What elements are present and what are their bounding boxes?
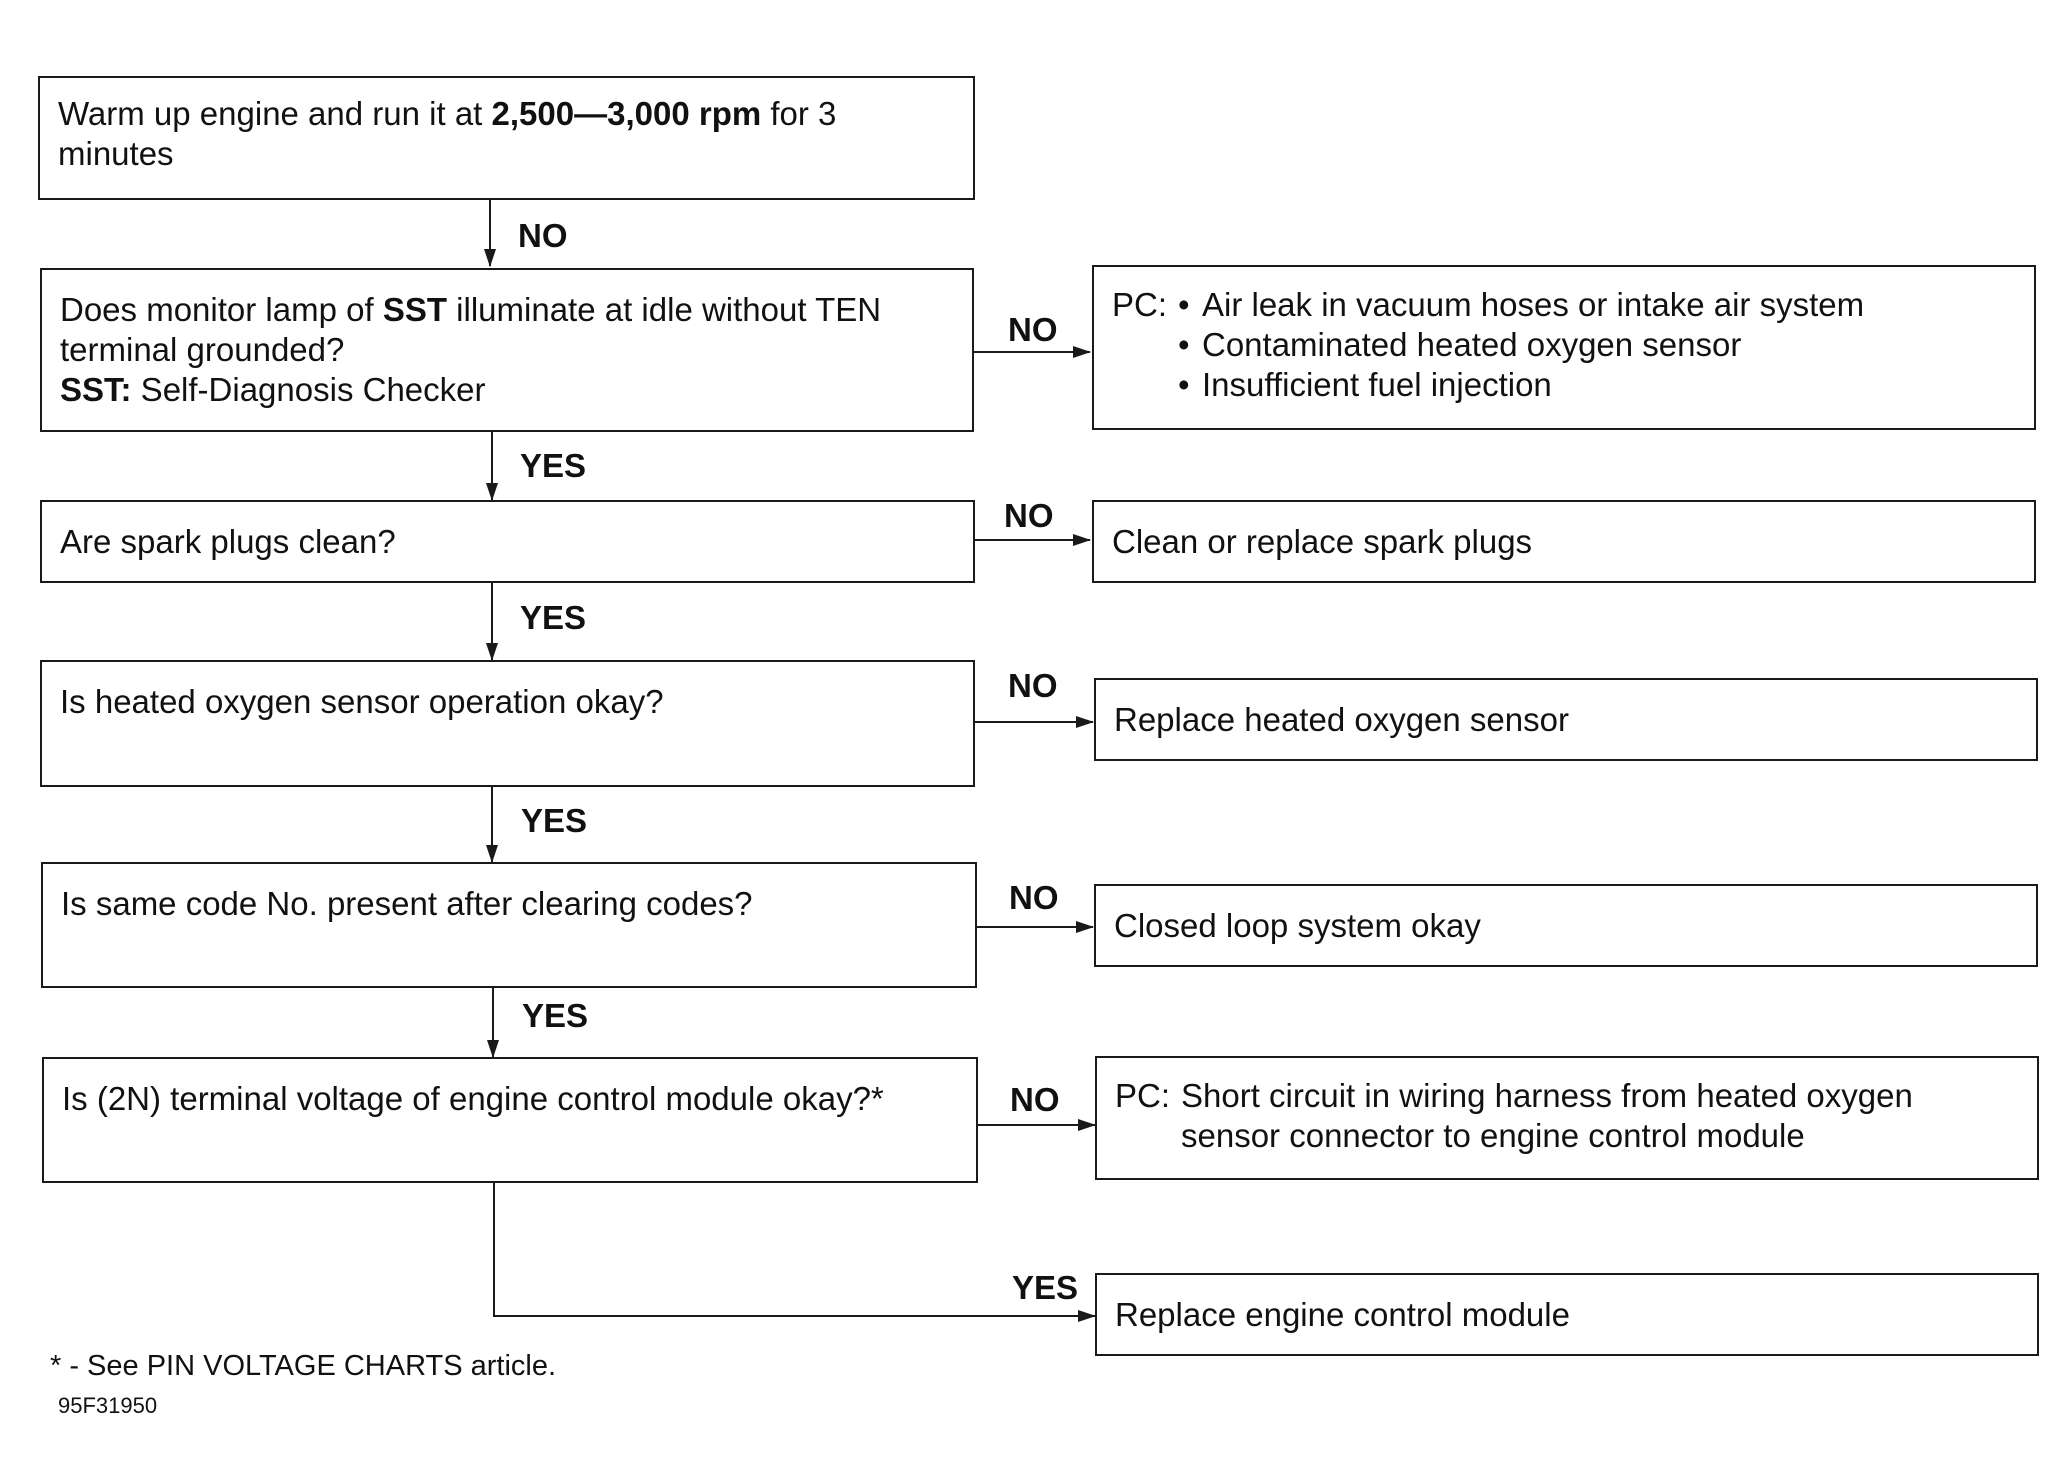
q1-sst-def-text: Self-Diagnosis Checker (131, 371, 486, 408)
pc2-line2: sensor connector to engine control modul… (1181, 1117, 1805, 1154)
edge-label-q2-yes: YES (520, 599, 587, 636)
start-text-post: for 3 (761, 95, 837, 132)
figure-id: 95F31950 (58, 1393, 158, 1418)
result-closed-loop-okay: Closed loop system okay (1094, 884, 2038, 967)
edge-label-q3-no: NO (1008, 667, 1058, 704)
q4-no-text: Closed loop system okay (1114, 907, 1481, 944)
start-text-line2: minutes (58, 135, 174, 172)
edge-label-q1-no: NO (1008, 311, 1058, 348)
q1-text-sst: SST (382, 291, 447, 328)
pc1-prefix: PC: (1112, 286, 1168, 323)
result-replace-oxygen-sensor: Replace heated oxygen sensor (1094, 678, 2038, 761)
start-text-pre: Warm up engine and run it at (58, 95, 492, 132)
question-monitor-lamp: Does monitor lamp of SST illuminate at i… (40, 268, 974, 432)
start-text-rpm: 2,500—3,000 rpm (491, 95, 762, 132)
q2-no-text: Clean or replace spark plugs (1112, 523, 1533, 560)
q5-yes-text: Replace engine control module (1115, 1296, 1570, 1333)
pc2-line1: Short circuit in wiring harness from hea… (1181, 1077, 1913, 1114)
q4-text: Is same code No. present after clearing … (61, 885, 753, 922)
edge-label-q4-no: NO (1009, 879, 1059, 916)
pc1-bullet-3: Insufficient fuel injection (1202, 366, 1552, 403)
q1-text-pre: Does monitor lamp of (60, 291, 383, 328)
edge-label-q2-no: NO (1004, 497, 1054, 534)
q3-no-text: Replace heated oxygen sensor (1114, 701, 1569, 738)
pc-box-short-circuit: PC: Short circuit in wiring harness from… (1095, 1056, 2039, 1180)
q1-sst-def-label: SST: (60, 371, 132, 408)
question-2n-terminal-voltage: Is (2N) terminal voltage of engine contr… (42, 1057, 978, 1183)
edge-label-q1-yes: YES (520, 447, 587, 484)
pc1-bullet-2: Contaminated heated oxygen sensor (1202, 326, 1742, 363)
question-same-code: Is same code No. present after clearing … (41, 862, 977, 988)
result-clean-spark-plugs: Clean or replace spark plugs (1092, 500, 2036, 583)
edge-label-q5-yes: YES (1012, 1269, 1079, 1306)
bullet-dot-icon: • (1178, 326, 1190, 363)
q2-text: Are spark plugs clean? (60, 523, 396, 560)
pc-box-air-leak: PC: • Air leak in vacuum hoses or intake … (1092, 265, 2036, 430)
question-spark-plugs: Are spark plugs clean? (40, 500, 975, 583)
bullet-dot-icon: • (1178, 366, 1190, 403)
edge-label-q3-yes: YES (521, 802, 588, 839)
question-oxygen-sensor: Is heated oxygen sensor operation okay? (40, 660, 975, 787)
edge-label-q4-yes: YES (522, 997, 589, 1034)
pc2-prefix: PC: (1115, 1077, 1171, 1114)
pc1-bullet-1: Air leak in vacuum hoses or intake air s… (1202, 286, 1865, 323)
edge-label-q5-no: NO (1010, 1081, 1060, 1118)
q3-text: Is heated oxygen sensor operation okay? (60, 683, 664, 720)
q5-text: Is (2N) terminal voltage of engine contr… (62, 1080, 884, 1117)
result-replace-ecm: Replace engine control module (1095, 1273, 2039, 1356)
start-box: Warm up engine and run it at 2,500—3,000… (38, 76, 975, 200)
edge-label-start-q1: NO (518, 217, 568, 254)
footnote: * - See PIN VOLTAGE CHARTS article. (50, 1350, 557, 1382)
q1-text-post: illuminate at idle without TEN (447, 291, 882, 328)
bullet-dot-icon: • (1178, 286, 1190, 323)
q1-text-line2: terminal grounded? (60, 331, 345, 368)
connector-q5-replace-ecm (493, 1183, 1096, 1322)
